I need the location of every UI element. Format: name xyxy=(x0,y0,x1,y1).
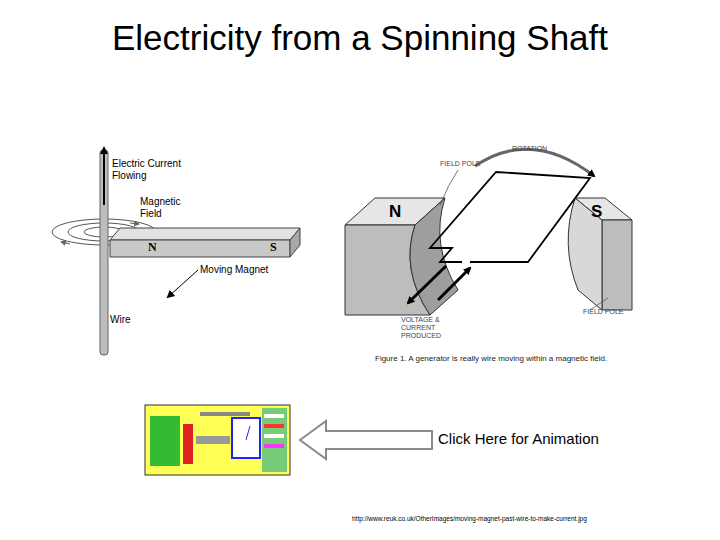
pointer-arrow xyxy=(300,421,432,459)
wire-label: Wire xyxy=(110,314,131,326)
animation-thumbnail xyxy=(145,405,290,475)
field-label: Magnetic Field xyxy=(140,196,192,219)
motion-arrow xyxy=(168,270,198,297)
rotation-arrow xyxy=(475,149,594,176)
source-url: http://www.reuk.co.uk/OtherImages/moving… xyxy=(352,515,587,522)
wire-loop xyxy=(430,172,590,262)
rotation-label: ROTATION xyxy=(512,145,547,153)
pole-letter: S xyxy=(591,202,602,222)
wire xyxy=(100,148,108,355)
current-label: Electric Current Flowing xyxy=(112,158,202,181)
part-label: FIELD POLE xyxy=(440,160,480,168)
magnet-label: Moving Magnet xyxy=(200,264,268,276)
pole-letter: N xyxy=(148,241,157,255)
terminal-arrow xyxy=(438,268,470,300)
output-label: VOLTAGE & CURRENT PRODUCED xyxy=(401,316,453,340)
slide-title: Electricity from a Spinning Shaft xyxy=(0,18,720,58)
part-label: FIELD POLE xyxy=(583,308,623,316)
bar-magnet xyxy=(110,228,300,257)
pole-letter: N xyxy=(389,202,401,222)
pole-letter: S xyxy=(270,241,277,255)
field-pole-right xyxy=(568,198,632,310)
link-text: Click Here for Animation xyxy=(438,430,599,447)
leader-line xyxy=(440,170,458,205)
figure-caption: Figure 1. A generator is really wire mov… xyxy=(375,354,607,363)
